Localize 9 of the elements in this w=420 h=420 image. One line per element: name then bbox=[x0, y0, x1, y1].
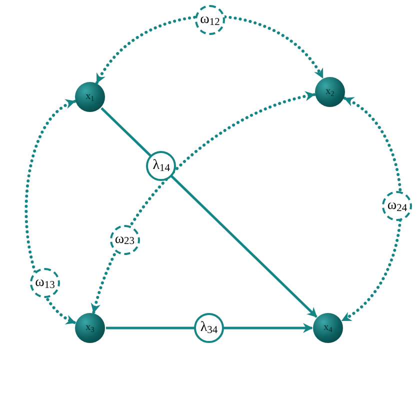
edge-label: ω$_{23}$ bbox=[110, 224, 140, 255]
dotted-arrow bbox=[340, 96, 402, 322]
dotted-arrow bbox=[24, 100, 76, 324]
edge-label: λ$_{34}$ bbox=[194, 313, 224, 343]
edge-label: ω$_{13}$ bbox=[30, 268, 60, 298]
edge-label: ω$_{12}$ bbox=[195, 4, 225, 35]
edge-label: λ$_{14}$ bbox=[146, 151, 176, 182]
dotted-arrow bbox=[96, 14, 324, 84]
edge-label: ω$_{24}$ bbox=[382, 191, 412, 222]
